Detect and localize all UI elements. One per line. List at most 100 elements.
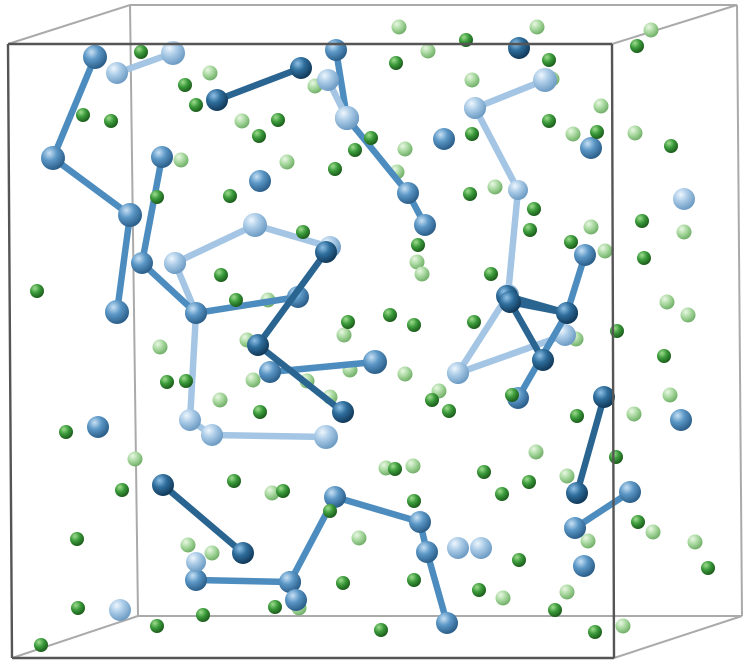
polymer-chain	[152, 474, 254, 564]
polymer-bead	[464, 97, 486, 119]
solvent-particle	[627, 125, 643, 141]
solvent-particle	[223, 189, 237, 203]
solvent-particle	[391, 19, 407, 35]
polymer-bond	[49, 53, 99, 162]
solvent-particle	[583, 219, 599, 235]
polymer-bead	[335, 106, 359, 130]
solvent-particle	[212, 392, 228, 408]
solvent-particle	[477, 465, 491, 479]
solvent-particle	[336, 327, 352, 343]
solvent-particle	[407, 573, 421, 587]
free-polymer-bead	[573, 555, 595, 577]
solvent-particle	[528, 444, 544, 460]
box-back-edge	[611, 4, 738, 45]
free-polymer-bead	[673, 188, 695, 210]
polymer-bond	[113, 211, 134, 316]
solvent-particle	[348, 143, 362, 157]
solvent-particle	[30, 284, 44, 298]
free-polymer-bead	[447, 537, 469, 559]
free-polymer-bead	[580, 137, 602, 159]
solvent-particle	[542, 114, 556, 128]
polymer-bead	[259, 361, 281, 383]
solvent-particle	[104, 114, 118, 128]
polymer-bead	[566, 482, 588, 504]
solvent-particle	[420, 43, 436, 59]
polymer-bead	[533, 68, 557, 92]
polymer-chain	[496, 285, 578, 371]
polymer-bead	[564, 517, 586, 539]
solvent-particle	[383, 308, 397, 322]
free-polymer-bead	[508, 37, 530, 59]
solvent-particle	[635, 214, 649, 228]
polymer-bead	[499, 291, 521, 313]
solvent-particle	[645, 524, 661, 540]
box-front-edge	[610, 43, 616, 659]
solvent-particle	[467, 315, 481, 329]
solvent-particle	[150, 619, 164, 633]
simulation-box-front-edges	[6, 42, 616, 660]
solvent-particle	[279, 154, 295, 170]
polymer-chain	[106, 41, 185, 84]
free-polymer-bead	[87, 416, 109, 438]
polymer-chain	[325, 39, 436, 236]
box-back-edge	[736, 4, 743, 617]
solvent-particle	[609, 450, 623, 464]
polymer-bond	[454, 291, 512, 377]
solvent-particle	[559, 584, 575, 600]
solvent-particle	[701, 561, 715, 575]
solvent-particle	[465, 127, 479, 141]
solvent-particle	[115, 483, 129, 497]
solvent-particle	[173, 152, 189, 168]
solvent-particle	[389, 56, 403, 70]
solvent-particle	[296, 225, 310, 239]
solvent-particle	[680, 307, 696, 323]
solvent-particle	[597, 243, 613, 259]
solvent-particle	[411, 238, 425, 252]
solvent-particle	[522, 475, 536, 489]
polymer-bead	[151, 146, 173, 168]
solvent-particle	[409, 254, 425, 270]
polymer-bead	[232, 542, 254, 564]
polymer-bead	[105, 300, 129, 324]
polymer-bead	[243, 213, 267, 237]
polymer-bond	[171, 221, 259, 267]
polymer-bond	[49, 154, 134, 219]
polymer-bond	[506, 298, 547, 364]
solvent-particle	[590, 125, 604, 139]
polymer-bond	[251, 221, 334, 251]
polymer-bond	[192, 576, 294, 586]
solvent-particle	[630, 39, 644, 53]
free-polymer-bead	[109, 599, 131, 621]
solvent-particle	[252, 129, 266, 143]
box-back-edge	[613, 615, 743, 659]
solvent-particle	[214, 268, 228, 282]
polymer-bead	[416, 541, 438, 563]
solvent-particle	[637, 251, 651, 265]
polymer-bead	[164, 252, 186, 274]
polymer-bead	[83, 45, 107, 69]
polymer-bead	[247, 334, 269, 356]
solvent-particle	[34, 638, 48, 652]
polymer-bond	[343, 114, 412, 197]
polymer-bond	[186, 309, 200, 424]
polymer-bead	[324, 486, 346, 508]
polymer-chain	[247, 241, 354, 423]
polymer-bond	[331, 493, 424, 526]
polymer-bead	[201, 424, 223, 446]
polymer-bead	[279, 571, 301, 593]
solvent-particle	[527, 202, 541, 216]
solvent-particle	[152, 339, 168, 355]
free-polymer-bead	[186, 552, 206, 572]
polymer-chain	[564, 481, 641, 539]
solvent-particle	[229, 293, 243, 307]
solvent-particle	[495, 590, 511, 606]
polymer-bead	[532, 349, 554, 371]
polymer-bead	[447, 362, 469, 384]
polymer-bond	[213, 64, 305, 104]
free-polymer-bead	[249, 170, 271, 192]
polymer-bead	[152, 474, 174, 496]
solvent-particle	[659, 294, 675, 310]
solvent-particle	[341, 315, 355, 329]
polymer-bead	[508, 180, 528, 200]
